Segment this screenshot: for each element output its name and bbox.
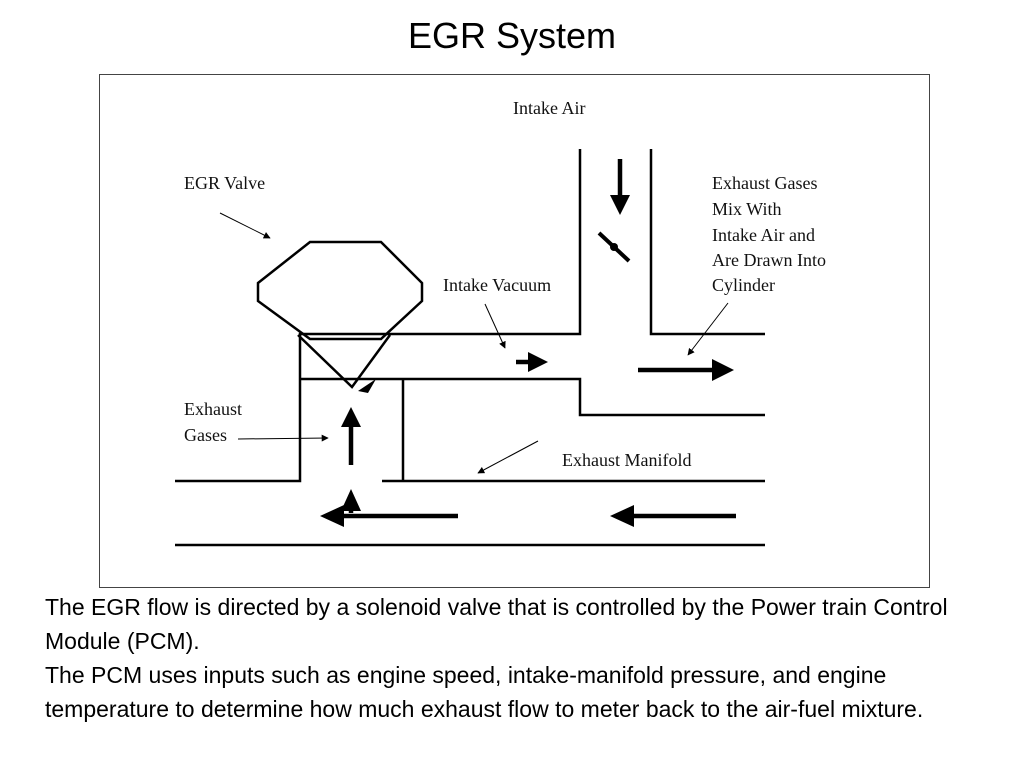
label-exhaust-gases-mix-2: Mix With — [712, 199, 781, 219]
leader-exhaust-gases — [237, 434, 329, 442]
intake-duct — [175, 149, 765, 483]
leader-intake-vacuum — [484, 303, 506, 349]
egr-valve-body — [256, 240, 424, 341]
label-intake-air: Intake Air — [513, 98, 585, 118]
label-exhaust-gases-mix-5: Cylinder — [712, 275, 775, 295]
description-paragraph-1: The EGR flow is directed by a solenoid v… — [45, 594, 948, 654]
label-egr-valve: EGR Valve — [184, 173, 265, 193]
egr-valve-pintle — [297, 334, 392, 389]
label-exhaust-gases-mix-1: Exhaust Gases — [712, 173, 817, 193]
label-exhaust-gases-mix-3: Intake Air and — [712, 225, 815, 245]
label-exhaust-gases-mix-4: Are Drawn Into — [712, 250, 826, 270]
label-exhaust-gases-1: Exhaust — [184, 399, 242, 419]
leader-exhaust-gases-mix — [687, 302, 729, 356]
description-paragraph-2: The PCM uses inputs such as engine speed… — [45, 662, 924, 722]
label-intake-vacuum: Intake Vacuum — [443, 275, 551, 295]
egr-diagram: Intake Air EGR Valve Intake Vacuum Exhau… — [99, 74, 930, 588]
slide-title: EGR System — [407, 15, 617, 56]
label-exhaust-manifold: Exhaust Manifold — [562, 450, 691, 470]
egr-diagram-svg: Intake Air EGR Valve Intake Vacuum Exhau… — [175, 98, 826, 547]
description: The EGR flow is directed by a solenoid v… — [45, 590, 1005, 726]
throttle-shaft — [610, 243, 618, 251]
flow-arrows — [320, 159, 736, 527]
egr-valve-seat-arrow — [358, 379, 376, 393]
leader-egr-valve — [219, 212, 271, 239]
label-exhaust-gases-2: Gases — [184, 425, 227, 445]
leader-lines — [219, 212, 729, 474]
leader-exhaust-manifold — [477, 440, 539, 474]
egr-passage — [382, 379, 765, 483]
